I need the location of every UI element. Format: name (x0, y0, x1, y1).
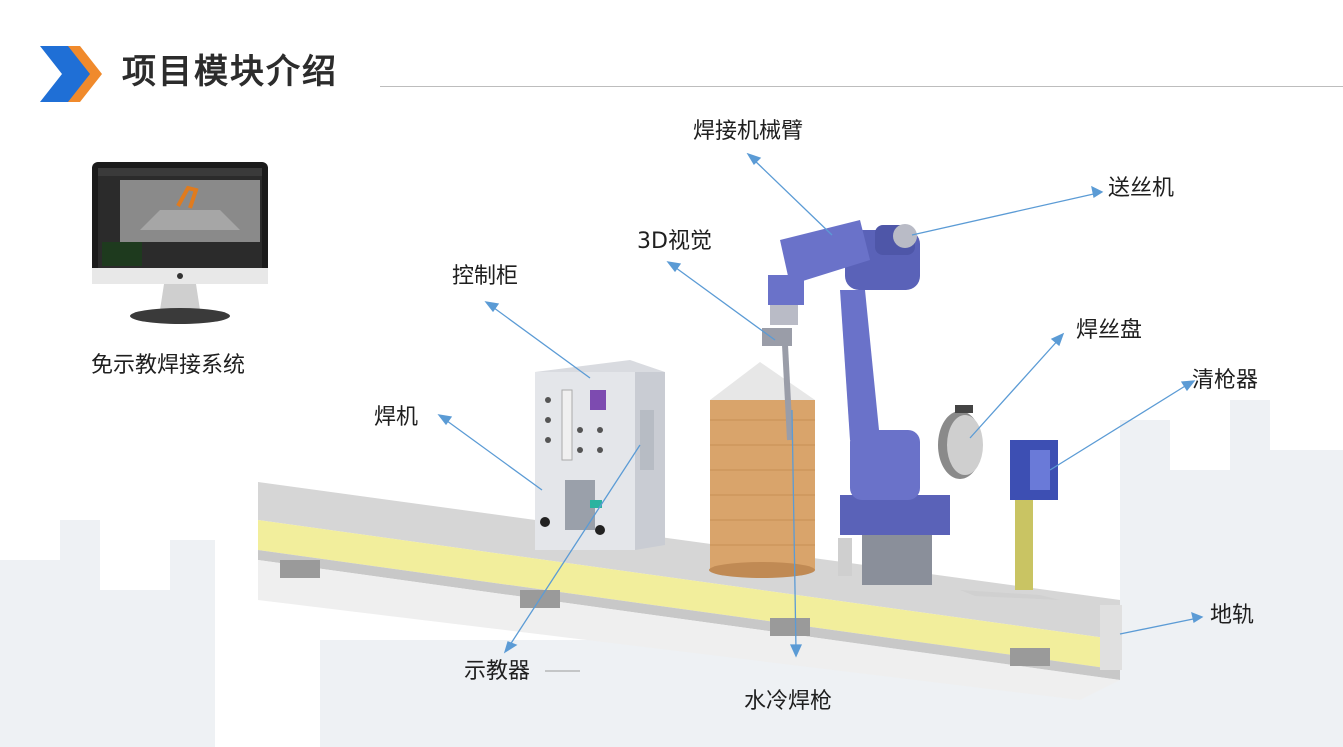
ground-rail (258, 482, 1122, 700)
label-ground-rail: 地轨 (1210, 603, 1255, 628)
monitor-caption: 免示教焊接系统 (91, 353, 246, 378)
workpiece-silo (709, 362, 815, 578)
label-teach-pendant: 示教器 (464, 659, 531, 684)
robot-arm (762, 220, 950, 585)
title-divider (380, 86, 1343, 87)
wire-spool (938, 405, 983, 479)
label-welding-arm: 焊接机械臂 (693, 119, 804, 144)
monitor-illustration (92, 162, 268, 324)
leader-lines (437, 152, 1204, 658)
control-cabinet (535, 360, 665, 550)
label-water-cooled-torch: 水冷焊枪 (744, 689, 833, 714)
label-control-cabinet: 控制柜 (452, 264, 519, 289)
label-3d-vision: 3D视觉 (637, 229, 712, 254)
label-wire-spool: 焊丝盘 (1076, 318, 1143, 343)
page-title: 项目模块介绍 (122, 52, 338, 92)
label-welder: 焊机 (374, 405, 419, 430)
label-gun-cleaner: 清枪器 (1192, 368, 1259, 393)
label-wire-feeder: 送丝机 (1108, 176, 1175, 201)
gun-cleaner (960, 440, 1060, 600)
chevron-logo-icon (40, 46, 102, 102)
